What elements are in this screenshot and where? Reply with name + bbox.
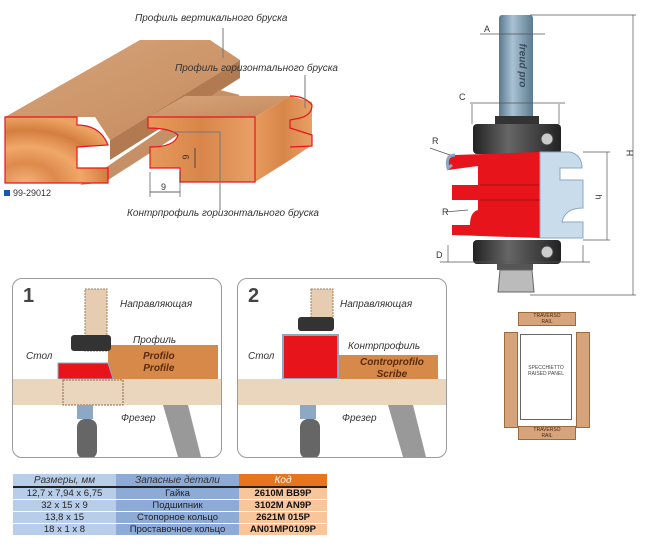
article-code: 99-29012 — [4, 188, 51, 198]
panel-number: 2 — [248, 285, 260, 307]
workpiece-text-en: Profile — [143, 363, 175, 374]
panel-number: 1 — [23, 285, 35, 307]
wood-profile-diagram: Профиль вертикального бруска Профиль гор… — [0, 0, 350, 230]
dim-label-d: D — [436, 250, 443, 260]
cutter-diagram: freud pro A C R R D h H — [400, 0, 650, 300]
article-code-text: 99-29012 — [13, 188, 52, 198]
label-router: Фрезер — [121, 413, 156, 424]
shank — [499, 15, 533, 121]
cell-part: Проставочное кольцо — [116, 523, 239, 536]
workpiece-text-it: Profilo — [143, 351, 175, 362]
scribe-setup-illustration — [238, 288, 446, 457]
router-table — [13, 379, 221, 405]
cell-size: 32 x 15 x 9 — [13, 499, 116, 512]
label-table: Стол — [26, 351, 53, 362]
cell-size: 18 x 1 x 8 — [13, 523, 116, 536]
label-table: Стол — [248, 351, 275, 362]
table-row: 18 x 1 x 8 Проставочное кольцо AN01MP010… — [13, 523, 327, 536]
wood-profile-illustration — [4, 28, 313, 210]
label-horizontal-counterprofile: Контрпрофиль горизонтального бруска — [127, 208, 319, 219]
dim-label-a: A — [484, 24, 491, 34]
table-header-row: Размеры, мм Запасные детали Код — [13, 474, 327, 487]
article-square-icon — [4, 190, 10, 196]
spare-parts-table: Размеры, мм Запасные детали Код 12,7 x 7… — [13, 474, 327, 536]
cell-part: Подшипник — [116, 499, 239, 512]
cell-code: AN01MP0109P — [239, 523, 327, 536]
header-code: Код — [239, 474, 327, 487]
label-vertical-profile: Профиль вертикального бруска — [135, 13, 288, 24]
brand-logo: freud pro — [516, 43, 528, 88]
cutter-blade — [447, 152, 540, 238]
cell-part: Гайка — [116, 487, 239, 500]
dim-label-r-bottom: R — [442, 207, 449, 217]
cell-code: 3102M AN9P — [239, 499, 327, 512]
usage-panel-scribe: 2 Направляющая Стол Фрезер Контрпрофиль … — [237, 278, 447, 458]
workpiece-text: Controprofilo Scribe — [360, 357, 424, 381]
nut — [497, 269, 535, 293]
stile-right — [576, 332, 590, 428]
cell-code: 2610M BB9P — [239, 487, 327, 500]
profile-setup-illustration — [13, 288, 221, 457]
header-part: Запасные детали — [116, 474, 239, 487]
header-size: Размеры, мм — [13, 474, 116, 487]
router-table — [238, 379, 446, 405]
dim-depth: 6 — [180, 154, 191, 160]
dim-label-h-small: h — [593, 194, 604, 200]
label-workpiece: Профиль — [133, 335, 177, 346]
label-fence: Направляющая — [120, 299, 193, 310]
dim-label-c: C — [459, 92, 466, 102]
cell-code: 2621M 015P — [239, 511, 327, 524]
top-bearing — [473, 124, 561, 154]
dim-label-h-total: H — [624, 149, 635, 157]
cell-size: 13,8 x 15 — [13, 511, 116, 524]
label-workpiece: Контрпрофиль — [348, 341, 421, 352]
label-router: Фрезер — [342, 413, 377, 424]
cell-part: Стопорное кольцо — [116, 511, 239, 524]
usage-panel-profile: 1 Направляющая Стол Фрезер Профиль Profi… — [12, 278, 222, 458]
label-horizontal-profile: Профиль горизонтального бруска — [175, 63, 338, 74]
table-row: 12,7 x 7,94 x 6,75 Гайка 2610M BB9P — [13, 487, 327, 500]
workpiece-text-en: Scribe — [376, 369, 408, 380]
label-fence: Направляющая — [340, 299, 413, 310]
table-row: 13,8 x 15 Стопорное кольцо 2621M 015P — [13, 511, 327, 524]
table-row: 32 x 15 x 9 Подшипник 3102M AN9P — [13, 499, 327, 512]
workpiece-text-it: Controprofilo — [360, 357, 424, 368]
dim-label-r-top: R — [432, 136, 439, 146]
dim-width: 9 — [161, 182, 167, 192]
router-bit-drawing — [429, 14, 636, 296]
workpiece — [338, 355, 438, 381]
stile-left — [504, 332, 518, 428]
blade-profile-silhouette — [539, 151, 584, 239]
workpiece-text: Profilo Profile — [143, 351, 175, 375]
bottom-bearing — [473, 240, 561, 264]
cell-size: 12,7 x 7,94 x 6,75 — [13, 487, 116, 500]
workpiece — [108, 345, 218, 380]
